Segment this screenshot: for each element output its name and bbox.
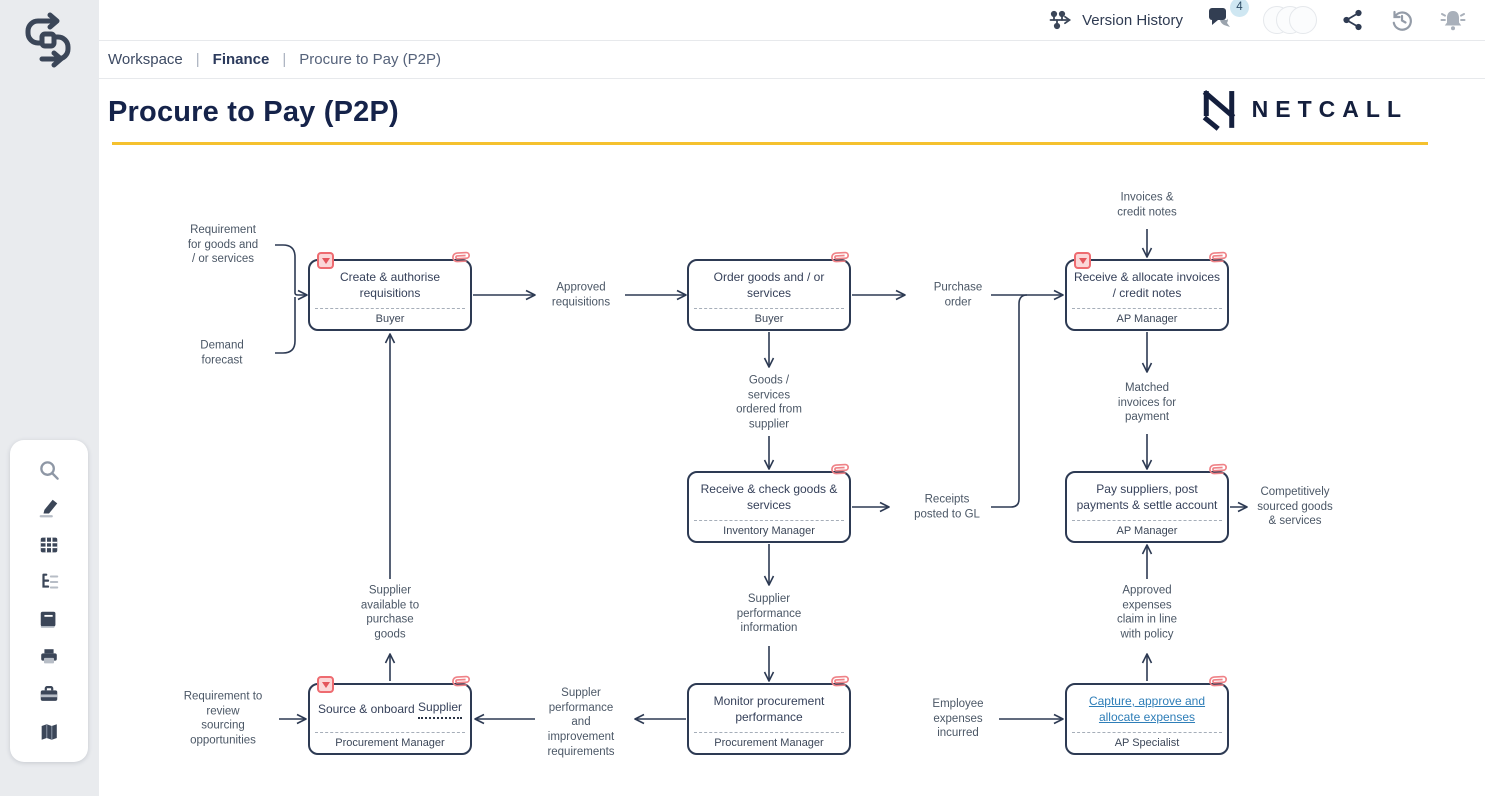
netcall-logo: NETCALL [1199, 87, 1408, 131]
process-box-order-goods-services[interactable]: Order goods and / or services Buyer [687, 251, 851, 331]
left-rail [0, 0, 99, 796]
paperclip-icon[interactable] [825, 457, 852, 485]
breadcrumb-item-workspace[interactable]: Workspace [108, 51, 183, 68]
topbar: Version History 4 [99, 0, 1485, 41]
version-history-label: Version History [1082, 11, 1183, 29]
process-title: Receive & check goods & services [700, 481, 838, 512]
process-box-capture-approve-expenses[interactable]: Capture, approve and allocate expenses A… [1065, 675, 1229, 755]
paperclip-icon[interactable] [446, 245, 473, 273]
netcall-wordmark: NETCALL [1251, 95, 1408, 122]
breadcrumb-separator: | [282, 51, 287, 68]
process-title: Create & authorise requisitions [339, 269, 441, 300]
paperclip-icon[interactable] [1203, 669, 1230, 697]
process-title-text: Source & onboard [317, 701, 415, 716]
process-title-link[interactable]: Capture, approve and allocate expenses [1088, 693, 1206, 724]
filter-icon[interactable] [1074, 252, 1091, 269]
process-title: Monitor procurement performance [713, 693, 825, 724]
book-icon[interactable] [29, 605, 69, 635]
process-canvas[interactable]: Requirement for goods and / or services … [99, 145, 1485, 795]
main-area: Version History 4 [99, 0, 1485, 796]
flow-label-approved-requisitions: Approved requisitions [551, 281, 611, 308]
paperclip-icon[interactable] [1203, 457, 1230, 485]
flow-label-matched-invoices: Matched invoices for payment [1117, 381, 1177, 424]
flow-label-purchase-order: Purchase order [933, 281, 983, 308]
process-role: Buyer [694, 308, 844, 329]
filter-icon[interactable] [317, 252, 334, 269]
hierarchy-icon[interactable] [29, 567, 69, 597]
process-role: AP Manager [1072, 308, 1222, 329]
process-role: AP Manager [1072, 520, 1222, 541]
paperclip-icon[interactable] [1203, 245, 1230, 273]
flow-label-employee-expenses: Employee expenses incurred [932, 697, 984, 740]
process-role: AP Specialist [1072, 732, 1222, 753]
breadcrumb: Workspace | Finance | Procure to Pay (P2… [99, 41, 1485, 79]
flow-label-requirement-review: Requirement to review sourcing opportuni… [183, 690, 263, 747]
flow-label-requirement-goods: Requirement for goods and / or services [187, 223, 259, 266]
table-icon[interactable] [29, 530, 69, 560]
flow-label-demand-forecast: Demand forecast [200, 339, 244, 366]
filter-icon[interactable] [317, 676, 334, 693]
flow-label-receipts-posted: Receipts posted to GL [914, 493, 980, 520]
title-block: Procure to Pay (P2P) NETCALL [99, 79, 1485, 145]
flow-label-goods-services-ordered: Goods / services ordered from supplier [736, 374, 802, 431]
paperclip-icon[interactable] [825, 245, 852, 273]
map-icon[interactable] [29, 717, 69, 747]
process-box-monitor-procurement[interactable]: Monitor procurement performance Procurem… [687, 675, 851, 755]
breadcrumb-item-current: Procure to Pay (P2P) [299, 51, 441, 68]
flow-label-competitively-sourced: Competitively sourced goods & services [1257, 485, 1333, 528]
process-title: Receive & allocate invoices / credit not… [1073, 269, 1221, 300]
printer-icon[interactable] [29, 642, 69, 672]
paperclip-icon[interactable] [446, 669, 473, 697]
netcall-n-mark [1202, 90, 1235, 131]
process-title: Source & onboard Supplier [310, 685, 470, 732]
search-icon[interactable] [29, 455, 69, 485]
flow-label-suppler-performance-improvement: Suppler performance and improvement requ… [547, 687, 615, 759]
breadcrumb-item-finance[interactable]: Finance [212, 51, 270, 68]
paperclip-icon[interactable] [825, 669, 852, 697]
process-role: Procurement Manager [315, 732, 465, 753]
process-title: Order goods and / or services [713, 269, 825, 300]
process-box-pay-suppliers[interactable]: Pay suppliers, post payments & settle ac… [1065, 463, 1229, 543]
version-history-icon [1049, 10, 1072, 30]
avatar-group[interactable] [1263, 6, 1317, 34]
process-title: Pay suppliers, post payments & settle ac… [1076, 481, 1218, 512]
process-box-receive-allocate-invoices[interactable]: Receive & allocate invoices / credit not… [1065, 251, 1229, 331]
history-icon[interactable] [1389, 7, 1415, 33]
flow-label-invoices-credit-notes: Invoices & credit notes [1117, 191, 1177, 218]
process-role: Inventory Manager [694, 520, 844, 541]
highlighter-icon[interactable] [29, 493, 69, 523]
flow-label-supplier-available: Supplier available to purchase goods [360, 584, 420, 641]
process-role: Procurement Manager [694, 732, 844, 753]
breadcrumb-separator: | [195, 51, 200, 68]
flow-label-approved-expenses: Approved expenses claim in line with pol… [1116, 584, 1178, 641]
comments-count-badge: 4 [1230, 0, 1249, 17]
tools-panel [10, 440, 88, 762]
flow-label-supplier-performance-info: Supplier performance information [736, 592, 802, 635]
page-title: Procure to Pay (P2P) [108, 96, 399, 128]
notifications-bell-icon[interactable] [1439, 7, 1467, 33]
process-box-create-authorise-requisitions[interactable]: Create & authorise requisitions Buyer [308, 251, 472, 331]
process-role: Buyer [315, 308, 465, 329]
title-underline [112, 142, 1428, 145]
share-icon[interactable] [1341, 8, 1365, 32]
briefcase-icon[interactable] [29, 679, 69, 709]
process-box-receive-check-goods[interactable]: Receive & check goods & services Invento… [687, 463, 851, 543]
process-title-glossary-term[interactable]: Supplier [418, 700, 463, 719]
comments-button[interactable]: 4 [1207, 0, 1249, 36]
version-history-button[interactable]: Version History [1048, 10, 1183, 30]
comments-icon [1209, 7, 1230, 27]
avatar [1289, 6, 1317, 34]
process-loop-icon[interactable] [16, 10, 80, 70]
process-box-source-onboard-supplier[interactable]: Source & onboard Supplier Procurement Ma… [308, 675, 472, 755]
